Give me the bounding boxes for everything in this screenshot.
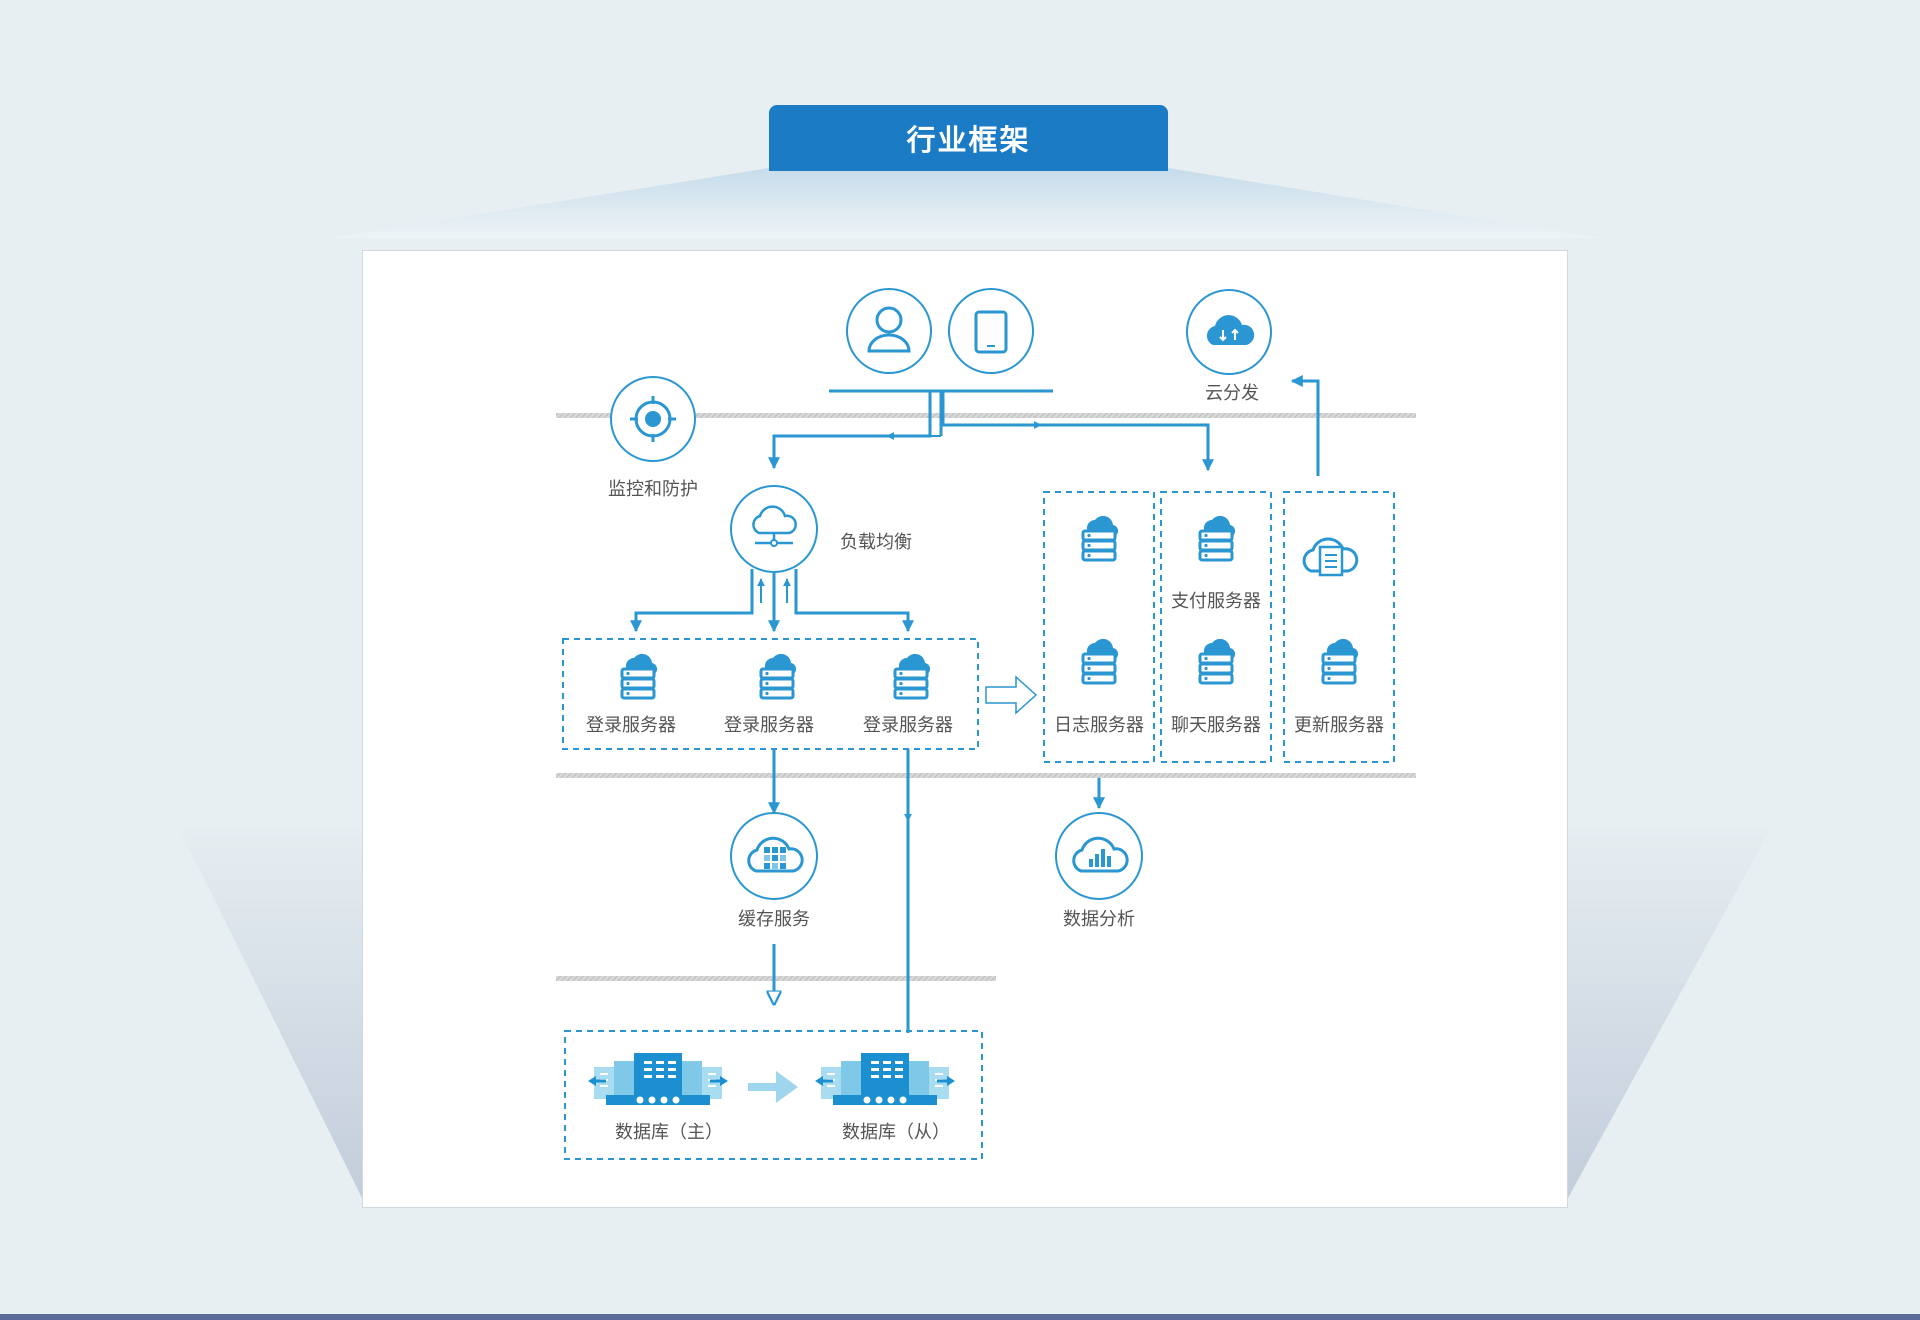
login-server-group — [562, 638, 979, 750]
building-icon — [588, 1053, 728, 1105]
server-stack-icon — [1081, 514, 1119, 562]
label-analytics: 数据分析 — [1063, 909, 1135, 930]
label-db-slave: 数据库（从） — [842, 1122, 950, 1143]
label-update-server: 更新服务器 — [1294, 715, 1384, 736]
target-icon — [610, 376, 696, 462]
bottom-bar — [0, 1314, 1920, 1320]
label-login-1: 登录服务器 — [586, 715, 676, 736]
label-monitor: 监控和防护 — [608, 479, 698, 500]
label-load-balance: 负载均衡 — [840, 532, 912, 553]
server-stack-icon — [1198, 514, 1236, 562]
label-login-3: 登录服务器 — [863, 715, 953, 736]
server-stack-icon — [1198, 637, 1236, 685]
label-cache: 缓存服务 — [738, 909, 810, 930]
server-stack-icon — [1321, 637, 1359, 685]
label-chat-server: 聊天服务器 — [1171, 715, 1261, 736]
building-icon — [815, 1053, 955, 1105]
layer-divider — [556, 413, 1416, 418]
layer-divider — [556, 976, 996, 981]
grid-cloud-icon — [730, 812, 818, 900]
diagram-panel: 云分发 监控和防护 负载均衡 登录服务器 登录服务器 登录服务器 日志服务器 支… — [362, 250, 1568, 1208]
server-stack-icon — [1081, 637, 1119, 685]
chart-cloud-icon — [1055, 812, 1143, 900]
replication-arrow-icon — [748, 1071, 798, 1103]
server-stack-icon — [620, 652, 658, 700]
server-stack-icon — [893, 652, 931, 700]
server-stack-icon — [759, 652, 797, 700]
label-cloud-dist: 云分发 — [1205, 383, 1259, 404]
tablet-icon — [948, 288, 1034, 374]
database-group — [564, 1030, 983, 1160]
layer-divider — [556, 773, 1416, 778]
pay-chat-server-group — [1160, 491, 1272, 763]
label-login-2: 登录服务器 — [724, 715, 814, 736]
user-icon — [846, 288, 932, 374]
update-server-group — [1283, 491, 1395, 763]
label-log-server: 日志服务器 — [1054, 715, 1144, 736]
architecture-diagram: 云分发 监控和防护 负载均衡 登录服务器 登录服务器 登录服务器 日志服务器 支… — [556, 288, 1416, 1160]
document-cloud-icon — [1302, 537, 1359, 577]
network-cloud-icon — [730, 485, 818, 573]
page-title: 行业框架 — [769, 105, 1168, 171]
label-pay-server: 支付服务器 — [1171, 591, 1261, 612]
log-server-group — [1043, 491, 1155, 763]
cloud-sync-icon — [1186, 289, 1272, 375]
label-db-master: 数据库（主） — [615, 1122, 723, 1143]
arrow-right-icon — [985, 675, 1038, 715]
